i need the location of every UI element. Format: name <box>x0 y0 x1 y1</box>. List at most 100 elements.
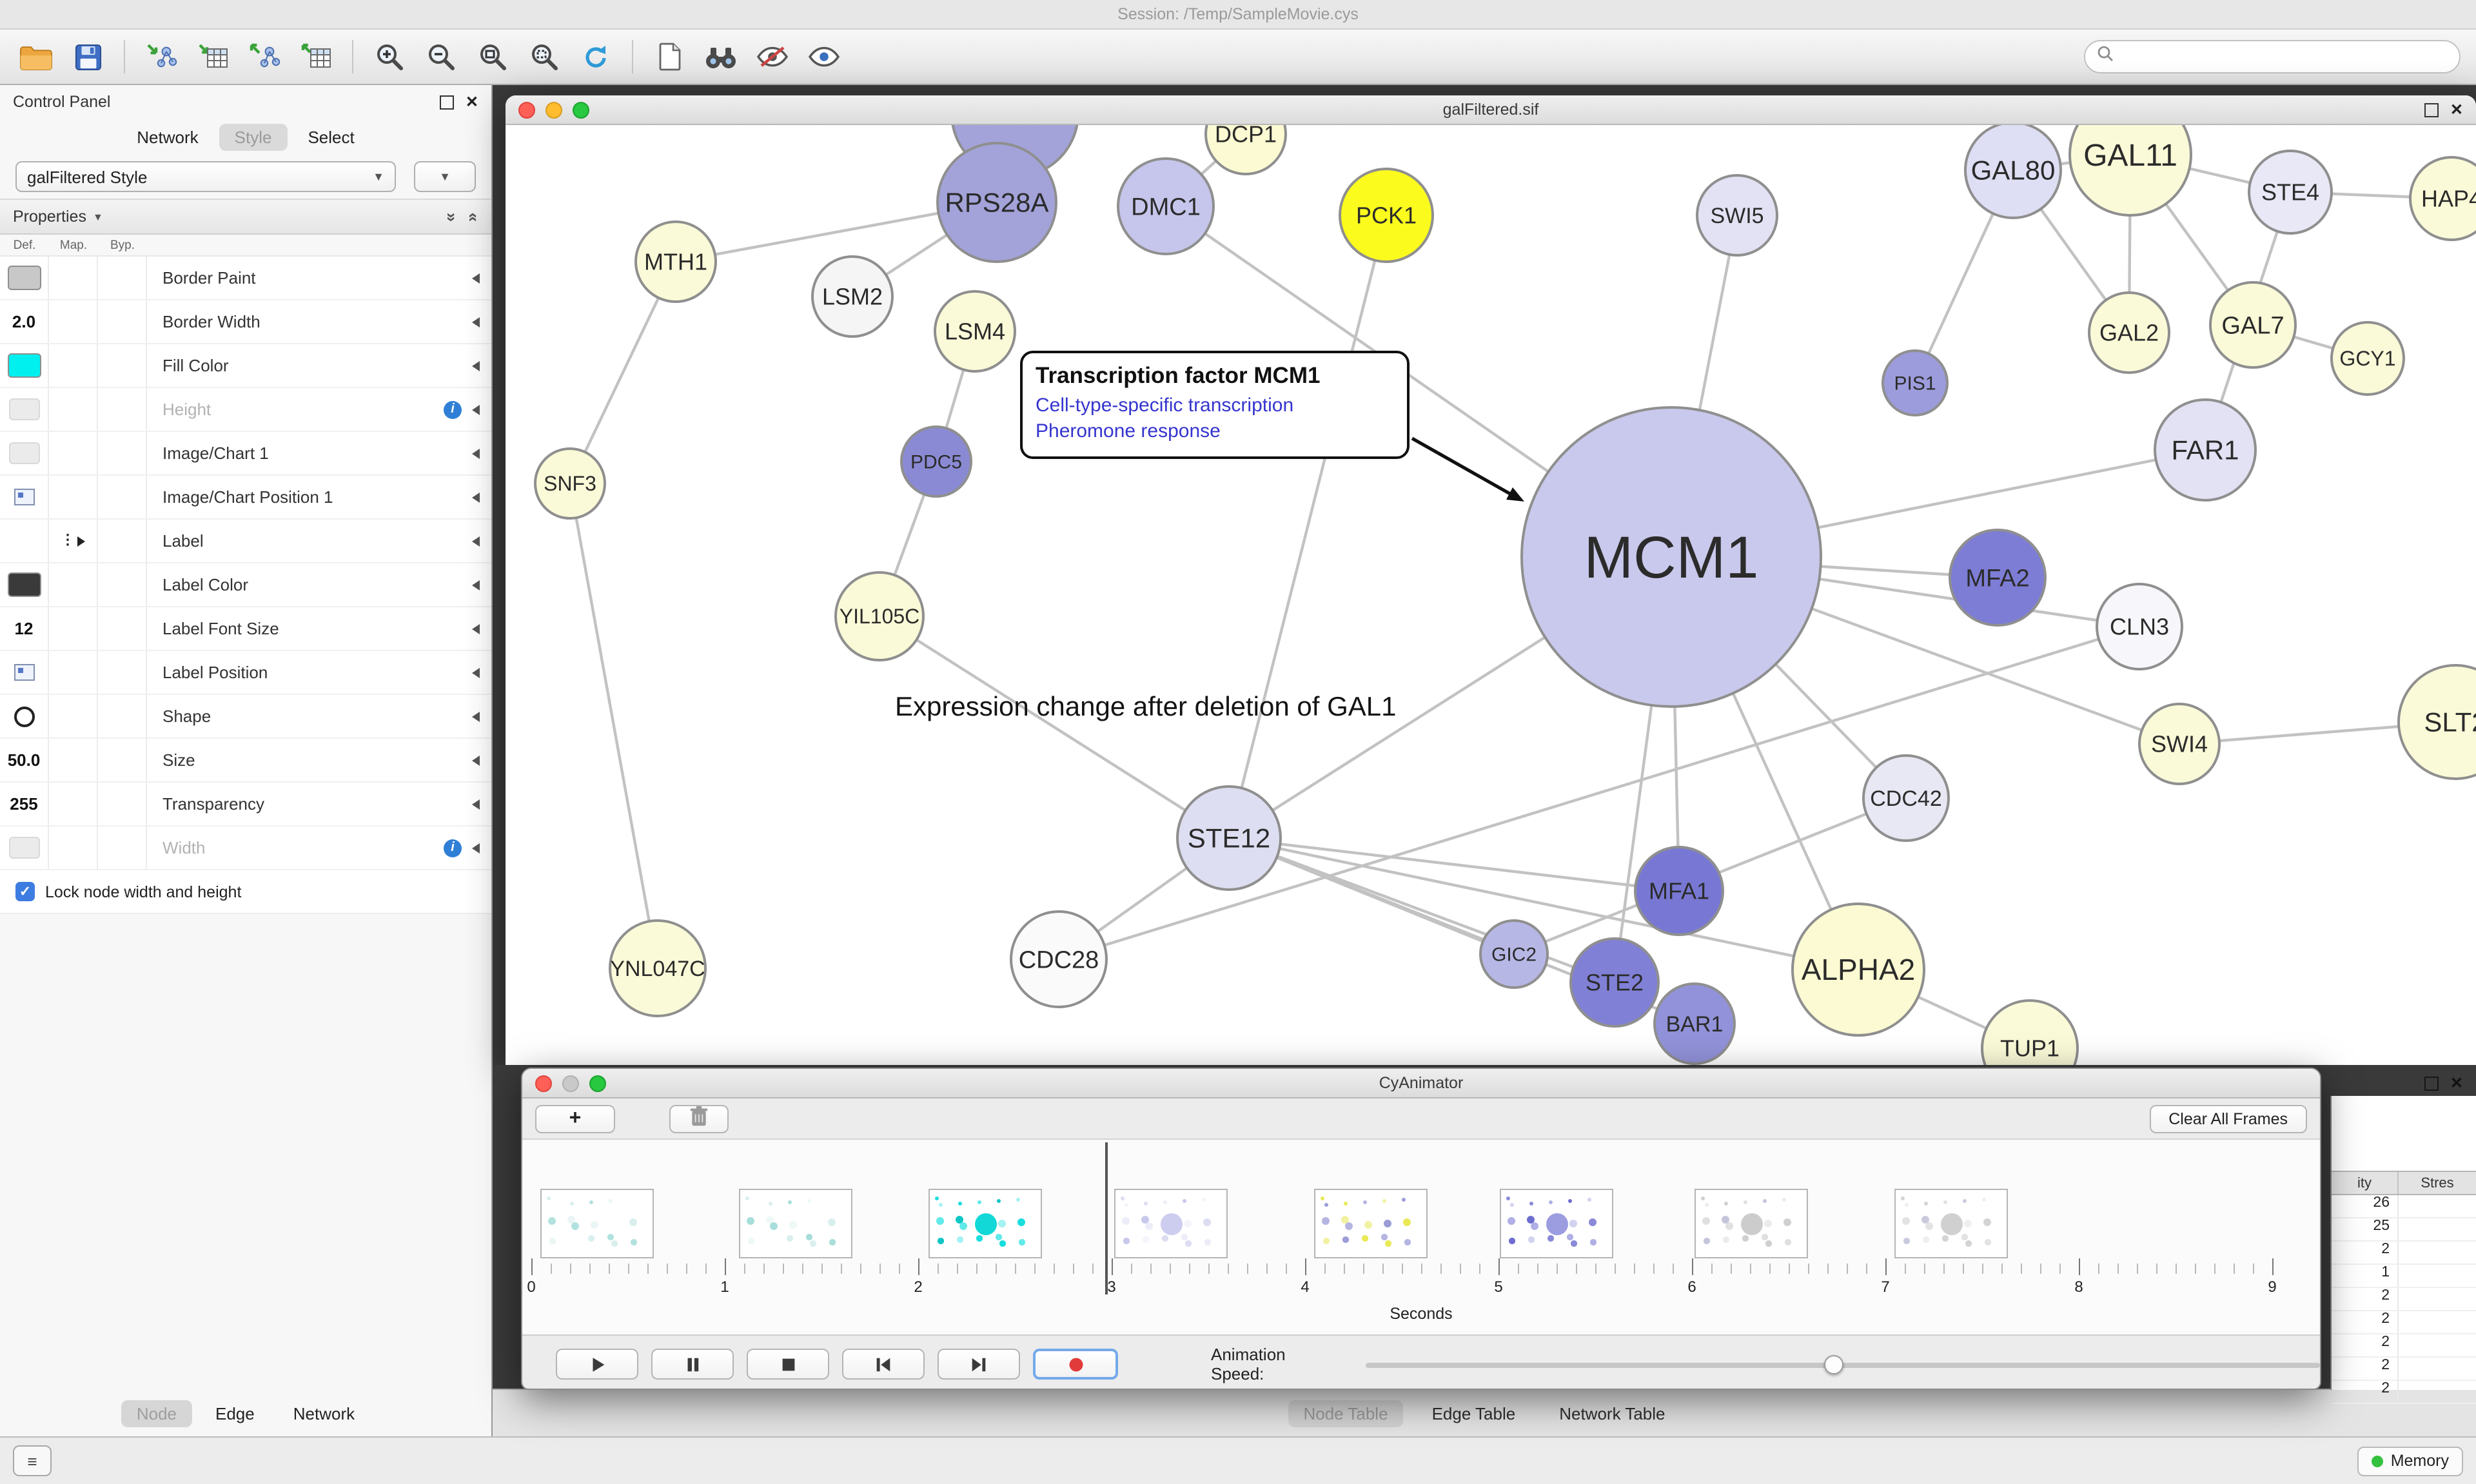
network-node-lsm2[interactable]: LSM2 <box>811 255 894 338</box>
tab-network-table[interactable]: Network Table <box>1559 1403 1665 1423</box>
network-node-gal7[interactable]: GAL7 <box>2209 281 2297 369</box>
memory-button[interactable]: Memory <box>2357 1446 2463 1476</box>
collapse-all-icon[interactable]: « <box>464 211 484 222</box>
default-value-cell[interactable] <box>0 520 49 562</box>
network-node-ste2[interactable]: STE2 <box>1569 937 1660 1028</box>
expand-arrow-icon[interactable] <box>472 799 480 809</box>
network-node-gcy1[interactable]: GCY1 <box>2330 321 2405 396</box>
default-value-cell[interactable]: 12 <box>0 607 49 650</box>
mapping-cell[interactable] <box>49 826 98 869</box>
default-value-cell[interactable] <box>0 344 49 387</box>
close-window-icon[interactable] <box>518 101 535 118</box>
bypass-cell[interactable] <box>98 739 147 781</box>
network-snapshot-button[interactable] <box>649 37 690 76</box>
network-node-dmc1[interactable]: DMC1 <box>1117 157 1215 255</box>
timeline-frame[interactable] <box>928 1189 1042 1258</box>
network-node-cdc28[interactable]: CDC28 <box>1010 910 1108 1008</box>
panel-tab-node[interactable]: Node <box>121 1400 192 1427</box>
bypass-cell[interactable] <box>98 300 147 343</box>
canvas-annotation-text[interactable]: Expression change after deletion of GAL1 <box>895 692 1397 722</box>
zoom-window-icon[interactable] <box>573 101 589 118</box>
save-session-button[interactable] <box>67 37 108 76</box>
minimize-window-icon[interactable] <box>562 1075 579 1091</box>
network-window-titlebar[interactable]: galFiltered.sif ✕ <box>506 95 2476 125</box>
zoom-out-button[interactable] <box>420 37 462 76</box>
tab-style[interactable]: Style <box>219 123 288 150</box>
timeline-frame[interactable] <box>1314 1189 1428 1258</box>
minimize-window-icon[interactable] <box>545 101 562 118</box>
float-panel-icon[interactable] <box>2424 1076 2439 1090</box>
default-value-cell[interactable] <box>0 257 49 299</box>
bypass-cell[interactable] <box>98 344 147 387</box>
network-node-slt2[interactable]: SLT2 <box>2397 664 2476 780</box>
network-node-bar1[interactable]: BAR1 <box>1653 982 1736 1065</box>
network-node-ste12[interactable]: STE12 <box>1176 785 1282 891</box>
table-column-header[interactable]: Stres <box>2421 1175 2454 1191</box>
network-node-ynl047c[interactable]: YNL047C <box>609 919 707 1017</box>
default-value-cell[interactable] <box>0 432 49 474</box>
panel-tab-network[interactable]: Network <box>293 1404 355 1423</box>
record-button[interactable] <box>1033 1349 1118 1380</box>
network-node-dcp1[interactable]: DCP1 <box>1204 125 1287 175</box>
expand-arrow-icon[interactable] <box>472 448 480 458</box>
mapping-cell[interactable] <box>49 432 98 474</box>
network-node-lsm4[interactable]: LSM4 <box>934 290 1016 373</box>
expand-arrow-icon[interactable] <box>472 317 480 327</box>
skip-end-button[interactable] <box>938 1349 1020 1380</box>
mapping-cell[interactable] <box>49 783 98 825</box>
network-node-swi4[interactable]: SWI4 <box>2138 703 2221 785</box>
bypass-cell[interactable] <box>98 826 147 869</box>
zoom-in-button[interactable] <box>369 37 410 76</box>
find-button[interactable] <box>700 37 742 76</box>
network-node-cdc42[interactable]: CDC42 <box>1862 754 1950 842</box>
expand-arrow-icon[interactable] <box>472 843 480 853</box>
network-node-tup1[interactable]: TUP1 <box>1981 999 2079 1065</box>
network-node-pck1[interactable]: PCK1 <box>1339 168 1434 263</box>
default-value-cell[interactable] <box>0 826 49 869</box>
float-panel-icon[interactable] <box>439 95 454 109</box>
timeline-playhead[interactable] <box>1105 1142 1107 1294</box>
search-input[interactable] <box>2121 46 2448 68</box>
stop-button[interactable] <box>747 1349 829 1380</box>
network-node-gal80[interactable]: GAL80 <box>1964 125 2062 219</box>
mapping-cell[interactable] <box>49 257 98 299</box>
annotation-link[interactable]: Pheromone response <box>1036 420 1221 442</box>
expand-arrow-icon[interactable] <box>472 667 480 678</box>
mapping-cell[interactable] <box>49 476 98 518</box>
mapping-cell[interactable] <box>49 651 98 694</box>
mapping-cell[interactable] <box>49 300 98 343</box>
expand-arrow-icon[interactable] <box>472 580 480 590</box>
export-table-button[interactable] <box>295 37 337 76</box>
bypass-cell[interactable] <box>98 695 147 737</box>
expand-arrow-icon[interactable] <box>472 711 480 721</box>
network-node-mfa2[interactable]: MFA2 <box>1949 529 2047 627</box>
bypass-cell[interactable] <box>98 520 147 562</box>
expand-arrow-icon[interactable] <box>472 623 480 634</box>
delete-frame-button[interactable] <box>669 1104 729 1133</box>
bypass-cell[interactable] <box>98 388 147 431</box>
mapping-cell[interactable] <box>49 695 98 737</box>
tab-edge-table[interactable]: Edge Table <box>1431 1403 1516 1423</box>
timeline-frame[interactable] <box>540 1189 654 1258</box>
network-node-pis1[interactable]: PIS1 <box>1882 349 1949 416</box>
skip-start-button[interactable] <box>842 1349 925 1380</box>
panel-tab-edge[interactable]: Edge <box>215 1404 255 1423</box>
network-node-alpha2[interactable]: ALPHA2 <box>1791 903 1925 1037</box>
expand-arrow-icon[interactable] <box>472 536 480 546</box>
lock-size-checkbox[interactable]: ✓ <box>15 882 35 901</box>
mapping-cell[interactable]: ⋮ <box>49 520 98 562</box>
annotation-link[interactable]: Cell-type-specific transcription <box>1036 395 1294 416</box>
timeline-frame[interactable] <box>1695 1189 1808 1258</box>
tab-network[interactable]: Network <box>137 127 199 146</box>
properties-header[interactable]: Properties ▼ » « <box>0 199 491 235</box>
expand-arrow-icon[interactable] <box>472 492 480 502</box>
network-node-cln3[interactable]: CLN3 <box>2096 583 2183 670</box>
show-all-button[interactable] <box>803 37 845 76</box>
zoom-selected-button[interactable] <box>524 37 565 76</box>
mapping-cell[interactable] <box>49 607 98 650</box>
network-node-rps28a[interactable]: RPS28A <box>936 142 1057 263</box>
network-node-hap4[interactable]: HAP4 <box>2409 156 2476 241</box>
open-session-button[interactable] <box>15 37 57 76</box>
style-options-button[interactable]: ▼ <box>414 161 476 192</box>
mapping-cell[interactable] <box>49 739 98 781</box>
